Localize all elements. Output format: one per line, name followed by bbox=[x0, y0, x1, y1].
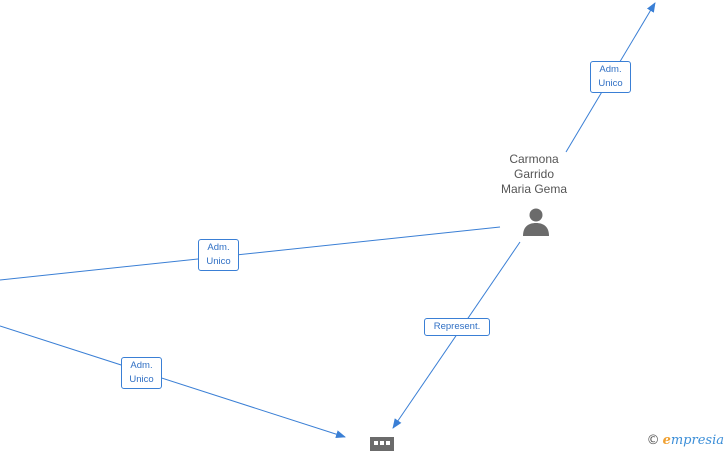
edge-label-line: Unico bbox=[129, 374, 154, 385]
edge-label-line: Unico bbox=[598, 78, 623, 89]
edge-label-line: Adm. bbox=[207, 242, 230, 253]
edge-label-top[interactable]: Adm. Unico bbox=[590, 61, 631, 93]
edge-label-line: Adm. bbox=[130, 360, 153, 371]
edge-label-line: Adm. bbox=[599, 64, 622, 75]
edge-line-bottom-adm-unico bbox=[0, 325, 346, 439]
edge-label-left[interactable]: Adm. Unico bbox=[198, 239, 239, 271]
building-icon[interactable] bbox=[370, 437, 394, 451]
person-name-line: Maria Gema bbox=[500, 182, 568, 196]
person-name[interactable]: Carmona Garrido Maria Gema bbox=[484, 152, 584, 197]
edge-label-line: Represent. bbox=[433, 321, 481, 332]
person-icon[interactable] bbox=[521, 207, 551, 237]
empresia-watermark: ©empresia bbox=[647, 433, 724, 448]
brand-name: mpresia bbox=[670, 433, 724, 448]
copyright-symbol: © bbox=[646, 433, 660, 448]
edge-line-left-adm-unico bbox=[0, 226, 501, 281]
edge-label-bottom[interactable]: Adm. Unico bbox=[121, 357, 162, 389]
edge-label-represent[interactable]: Represent. bbox=[424, 318, 490, 336]
brand-initial: e bbox=[662, 433, 671, 448]
person-name-line: Garrido bbox=[513, 167, 554, 181]
person-name-line: Carmona bbox=[509, 152, 559, 166]
edge-label-line: Unico bbox=[206, 256, 231, 267]
